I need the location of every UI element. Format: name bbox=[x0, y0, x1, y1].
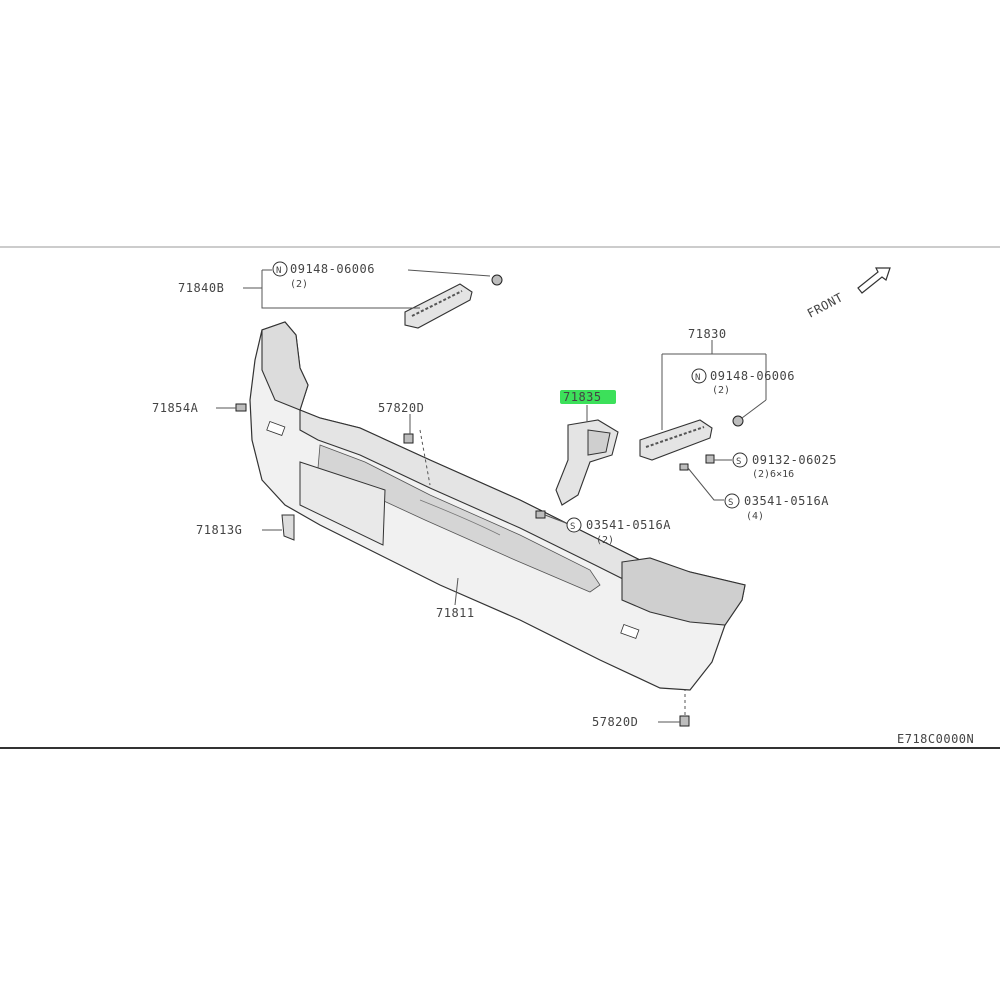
clip-71854a-icon bbox=[235, 403, 247, 412]
bracket-71840b-part bbox=[404, 274, 503, 329]
svg-text:S: S bbox=[728, 498, 733, 508]
callout-71830[interactable]: 71830 bbox=[688, 327, 727, 341]
callout-57820d-bottom[interactable]: 57820D bbox=[592, 715, 638, 729]
callout-71854a[interactable]: 71854A bbox=[152, 401, 199, 415]
figure-code: E718C0000N bbox=[897, 732, 974, 746]
spec-marker-n-2: N bbox=[691, 368, 707, 384]
stay-71835-part bbox=[555, 419, 619, 506]
spec-marker-s-1: S bbox=[566, 517, 582, 533]
callout-09148-06006-b[interactable]: 09148-06006 bbox=[710, 369, 795, 383]
bumper-fascia-part bbox=[249, 321, 746, 691]
callout-03541-0516a-b[interactable]: 03541-0516A bbox=[744, 494, 829, 508]
screw-03541a-icon bbox=[535, 510, 546, 519]
callout-57820d-top[interactable]: 57820D bbox=[378, 401, 424, 415]
front-arrow-icon bbox=[857, 267, 891, 294]
highlight-box bbox=[560, 390, 616, 404]
leader-lines bbox=[216, 269, 767, 723]
callout-03541-0516a-a[interactable]: 03541-0516A bbox=[586, 518, 671, 532]
spec-marker-n-1: N bbox=[272, 261, 288, 277]
callout-71840b[interactable]: 71840B bbox=[178, 281, 224, 295]
spec-marker-s-2: S bbox=[732, 452, 748, 468]
front-label: FRONT bbox=[805, 290, 846, 320]
svg-text:N: N bbox=[276, 266, 281, 276]
callout-09132-06025-qty: (2)6×16 bbox=[752, 469, 794, 480]
callout-09148-06006-a[interactable]: 09148-06006 bbox=[290, 262, 375, 276]
callout-71835[interactable]: 71835 bbox=[563, 390, 602, 404]
callout-03541-0516a-a-qty: (2) bbox=[596, 535, 614, 546]
svg-text:S: S bbox=[736, 457, 741, 467]
callout-09148-06006-a-qty: (2) bbox=[290, 279, 308, 290]
seal-71813g-icon bbox=[281, 514, 295, 541]
callout-09132-06025[interactable]: 09132-06025 bbox=[752, 453, 837, 467]
callout-09148-06006-b-qty: (2) bbox=[712, 385, 730, 396]
callout-71811[interactable]: 71811 bbox=[436, 606, 475, 620]
bracket-71830-part bbox=[639, 415, 744, 461]
callout-03541-0516a-b-qty: (4) bbox=[746, 511, 764, 522]
svg-text:N: N bbox=[695, 373, 700, 383]
bolt-09132-icon bbox=[705, 454, 715, 464]
clip-57820d-bottom-icon bbox=[679, 715, 690, 727]
svg-text:S: S bbox=[570, 522, 575, 532]
callout-71813g[interactable]: 71813G bbox=[196, 523, 242, 537]
spec-marker-s-3: S bbox=[724, 493, 740, 509]
clip-57820d-top-icon bbox=[403, 433, 414, 444]
screw-03541b-icon bbox=[679, 463, 689, 471]
